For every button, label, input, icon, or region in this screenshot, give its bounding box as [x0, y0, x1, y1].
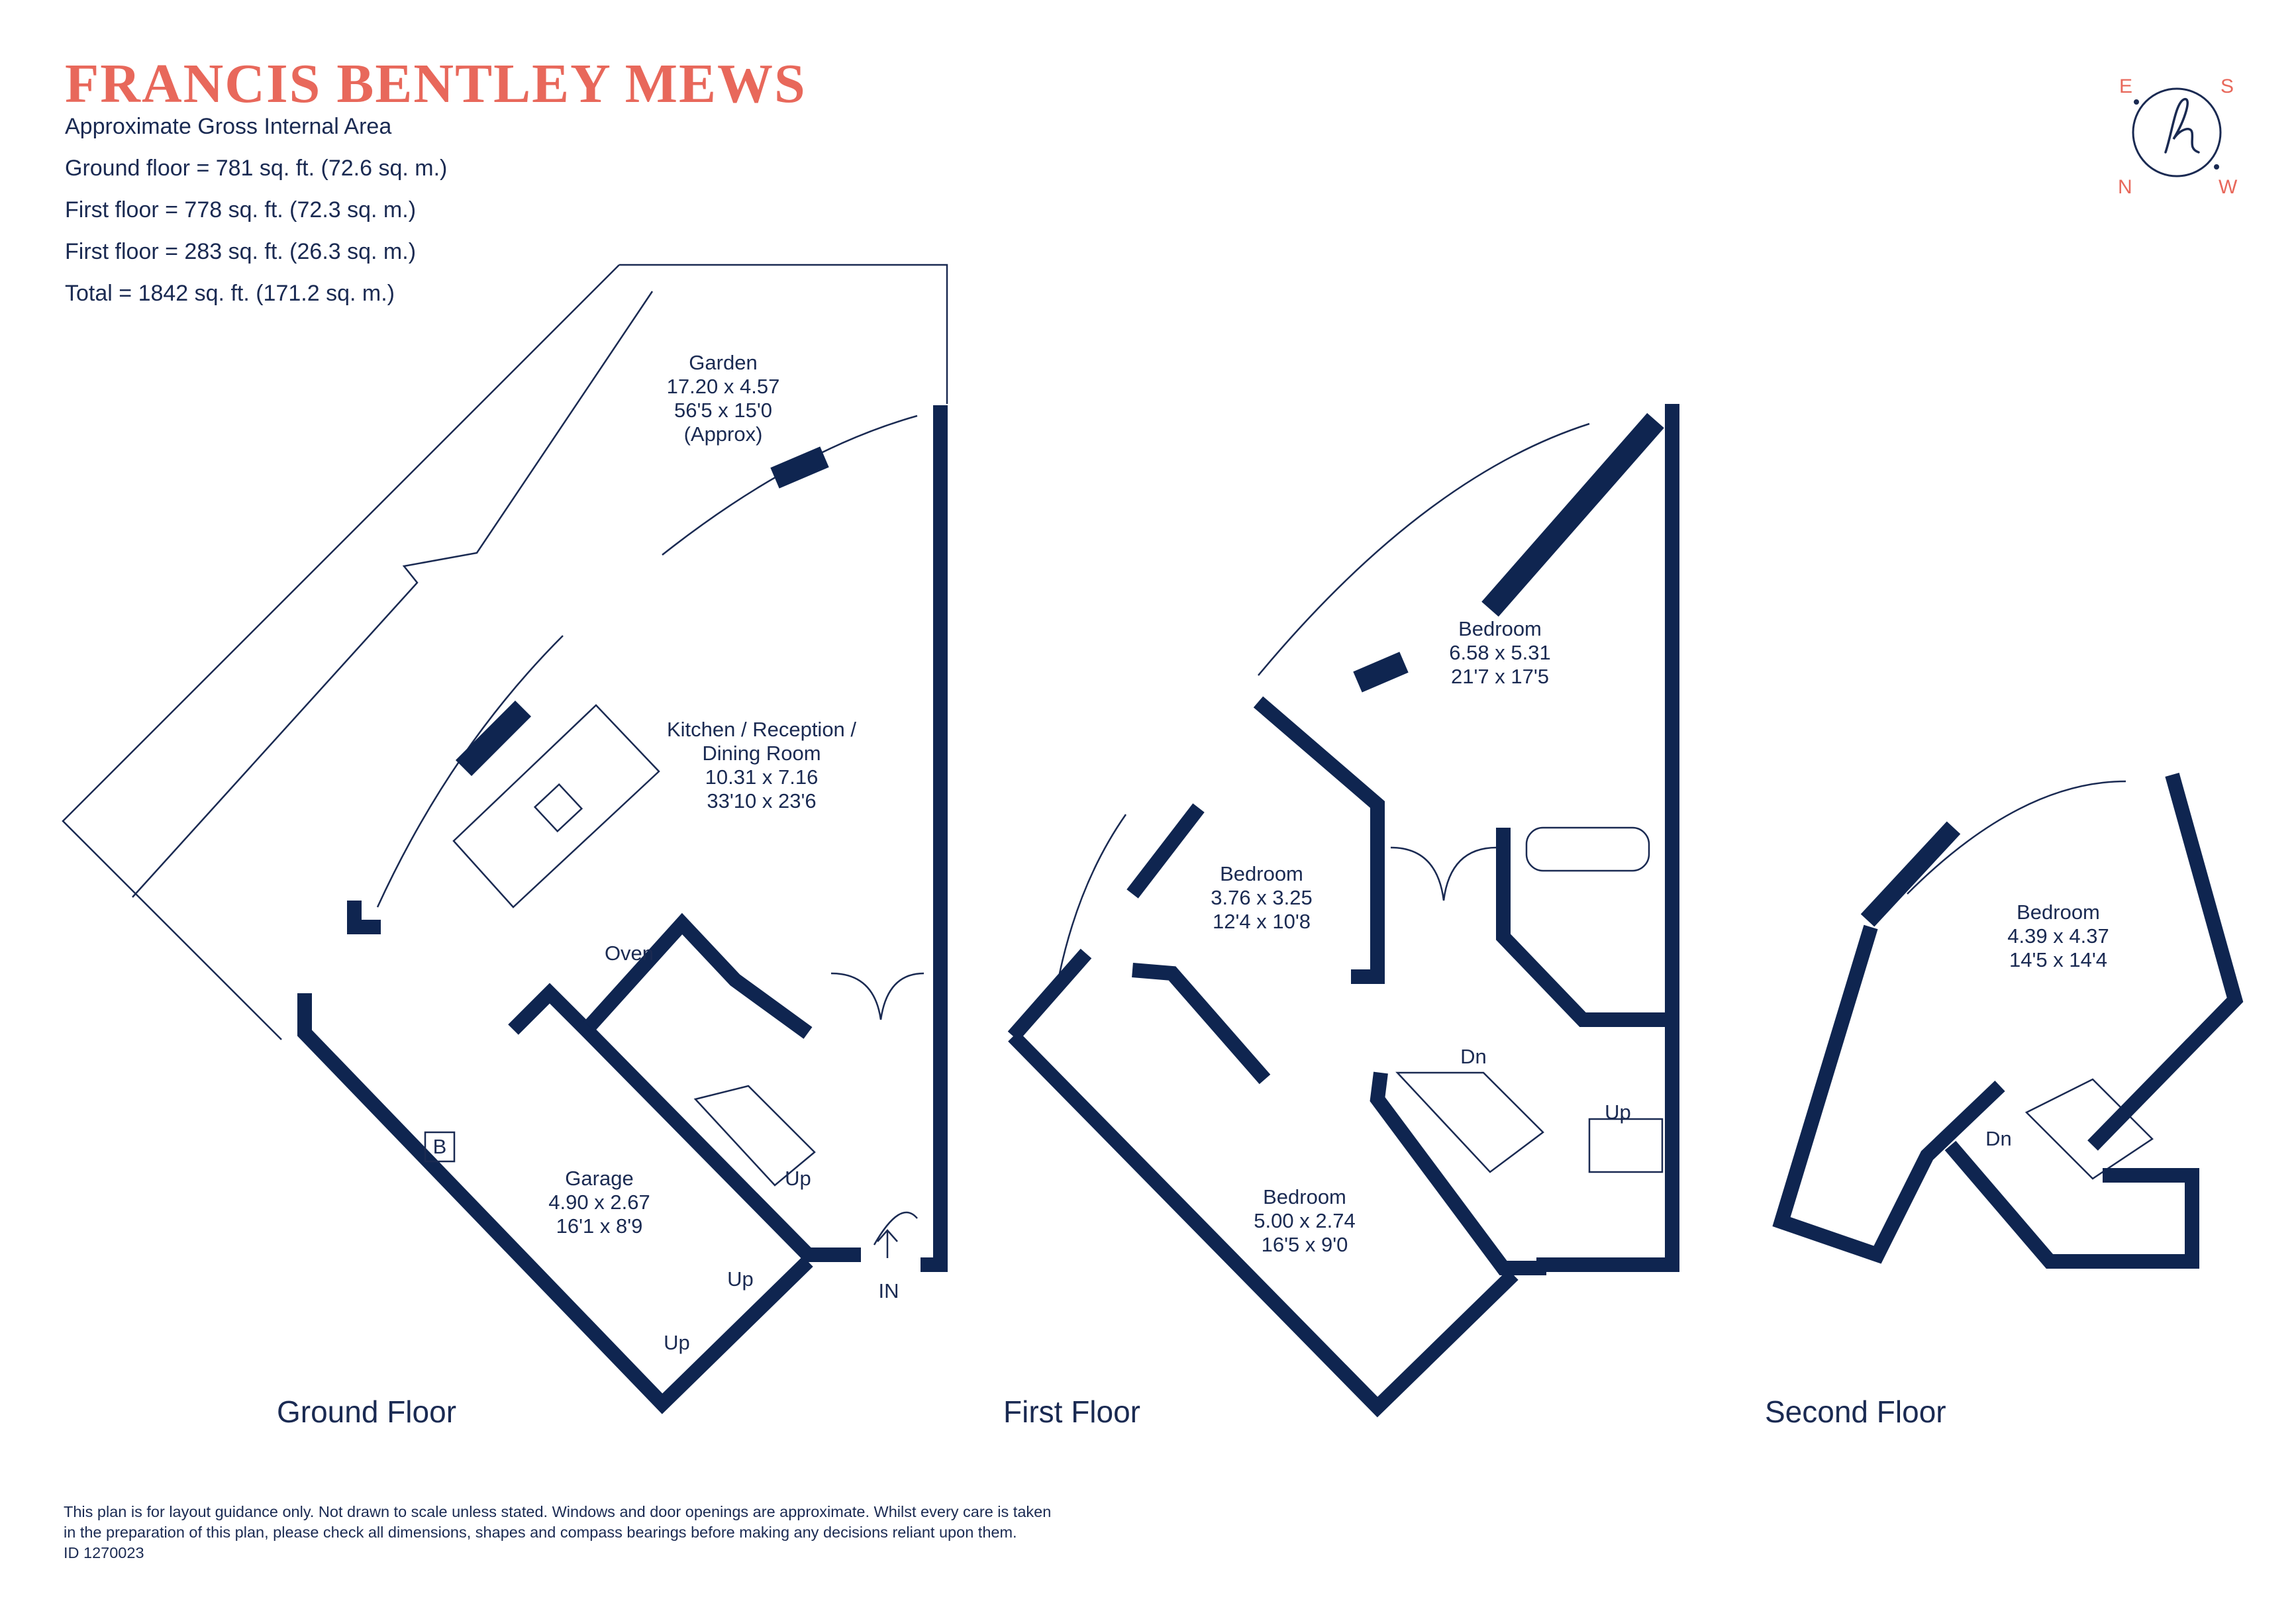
ground-up-label-garage-lower: Up [664, 1331, 690, 1354]
first-bedroom-main-name: Bedroom [1458, 617, 1542, 640]
first-stairs-up [1588, 1118, 1664, 1173]
second-floor-labels: Bedroom 4.39 x 4.37 14'5 x 14'4 Dn [1985, 901, 2109, 1150]
ground-floor-label: Ground Floor [277, 1395, 457, 1429]
second-stair-wall [1944, 1140, 2199, 1269]
garage-metric: 4.90 x 2.67 [548, 1191, 650, 1214]
ground-kitchen-wall-segment [455, 700, 532, 777]
garden-name: Garden [689, 351, 757, 374]
boiler-box-icon [424, 1131, 456, 1163]
second-stairs [2024, 1078, 2154, 1180]
ground-up-label-stairs: Up [785, 1167, 811, 1190]
hob-icon [533, 783, 583, 833]
first-west-window-arc [1058, 814, 1127, 974]
first-bedroom-main-metric: 6.58 x 5.31 [1449, 641, 1550, 664]
ground-garden-wall-segment [770, 446, 829, 489]
oven-label: Oven [605, 942, 654, 965]
plan-id: ID 1270023 [64, 1544, 144, 1561]
ground-up-label-garage: Up [727, 1267, 754, 1291]
first-dn-label: Dn [1460, 1045, 1487, 1068]
garden-inner-fence [132, 291, 654, 898]
area-second-floor: First floor = 283 sq. ft. (26.3 sq. m.) [65, 239, 417, 264]
first-floor-label: First Floor [1003, 1395, 1140, 1429]
ground-wc-wall [583, 912, 813, 1039]
first-bedroom-south-name: Bedroom [1263, 1185, 1346, 1208]
first-east-wall [1536, 404, 1679, 1272]
first-bedroom-west-name: Bedroom [1220, 862, 1303, 885]
garden-note: (Approx) [684, 422, 763, 446]
first-ensuite-wall [1132, 963, 1271, 1085]
garden-metric: 17.20 x 4.57 [667, 375, 780, 398]
area-ground-floor: Ground floor = 781 sq. ft. (72.6 sq. m.) [65, 156, 448, 181]
compass-letter-s: S [2221, 75, 2234, 97]
double-door-icon [830, 972, 924, 1020]
kitchen-imperial: 33'10 x 23'6 [707, 789, 816, 812]
disclaimer: This plan is for layout guidance only. N… [64, 1502, 1229, 1563]
entrance-door-icon [873, 1211, 918, 1246]
area-first-floor: First floor = 778 sq. ft. (72.3 sq. m.) [65, 197, 417, 222]
logo-monogram-icon [2164, 98, 2200, 154]
first-stairs [1395, 1071, 1544, 1173]
boiler-label: B [433, 1135, 447, 1158]
first-window-arc [1258, 422, 1590, 676]
ground-sink-wall [347, 901, 381, 934]
kitchen-metric: 10.31 x 7.16 [705, 765, 819, 789]
compass-letter-w: W [2219, 176, 2238, 198]
compass-letter-e: E [2119, 75, 2132, 97]
ground-stairs [693, 1085, 816, 1187]
first-arc-wall-segment [1353, 413, 1664, 693]
garden-boundary [619, 264, 948, 404]
first-floor-labels: Bedroom 6.58 x 5.31 21'7 x 17'5 Bedroom … [1211, 617, 1631, 1256]
area-heading: Approximate Gross Internal Area [65, 114, 392, 139]
second-bedroom-name: Bedroom [2017, 901, 2100, 924]
compass-ring-icon [2132, 87, 2222, 177]
compass-logo: E S N W [2118, 75, 2238, 198]
second-bedroom-imperial: 14'5 x 14'4 [2009, 948, 2107, 971]
second-arc-wall-segment [1860, 821, 1961, 927]
second-floor-label: Second Floor [1765, 1395, 1946, 1429]
disclaimer-line2: in the preparation of this plan, please … [64, 1524, 1017, 1541]
kitchen-name-line1: Kitchen / Reception / [667, 718, 856, 741]
ground-garage-outer-wall [297, 993, 813, 1414]
walls [297, 404, 2244, 1418]
garden-boundary-west [62, 264, 620, 1040]
first-bedroom-west-imperial: 12'4 x 10'8 [1213, 910, 1311, 933]
ground-east-wall [921, 405, 948, 1272]
area-total: Total = 1842 sq. ft. (171.2 sq. m.) [65, 281, 395, 306]
bath-icon [1525, 826, 1650, 872]
second-dn-label: Dn [1985, 1127, 2012, 1150]
second-west-wall [1772, 924, 2005, 1264]
property-title: FRANCIS BENTLEY MEWS [65, 53, 807, 115]
second-window-arc [1907, 780, 2126, 895]
second-bedroom-metric: 4.39 x 4.37 [2007, 924, 2109, 948]
entrance-label: IN [879, 1279, 899, 1302]
compass-dot-icon [2214, 164, 2219, 170]
first-bedroom-south-imperial: 16'5 x 9'0 [1262, 1233, 1348, 1256]
first-up-label: Up [1605, 1101, 1631, 1124]
first-west-wall [1007, 803, 1205, 1042]
first-bedroom-west-metric: 3.76 x 3.25 [1211, 886, 1312, 909]
thin-lines [62, 264, 2154, 1246]
first-bath-wall [1496, 828, 1672, 1027]
kitchen-name-line2: Dining Room [702, 742, 821, 765]
first-stairs-wall [1370, 1071, 1546, 1275]
compass-dot-icon [2134, 99, 2139, 105]
entrance-arrow-icon [877, 1229, 898, 1258]
garden-imperial: 56'5 x 15'0 [674, 399, 772, 422]
ground-floor-labels: Garden 17.20 x 4.57 56'5 x 15'0 (Approx)… [424, 351, 899, 1354]
first-south-wall [1008, 1031, 1519, 1418]
first-bedroom-south-metric: 5.00 x 2.74 [1254, 1209, 1355, 1232]
disclaimer-line1: This plan is for layout guidance only. N… [64, 1503, 1052, 1520]
first-bedroom-partition [1253, 696, 1385, 984]
first-bedroom-main-imperial: 21'7 x 17'5 [1451, 665, 1549, 688]
garage-imperial: 16'1 x 8'9 [556, 1214, 643, 1238]
second-east-wall [2087, 773, 2244, 1151]
kitchen-island [452, 704, 660, 908]
garage-name: Garage [565, 1167, 633, 1190]
compass-letter-n: N [2118, 176, 2132, 198]
ground-garage-wall [508, 983, 861, 1262]
bedroom-double-door-icon [1390, 846, 1497, 901]
